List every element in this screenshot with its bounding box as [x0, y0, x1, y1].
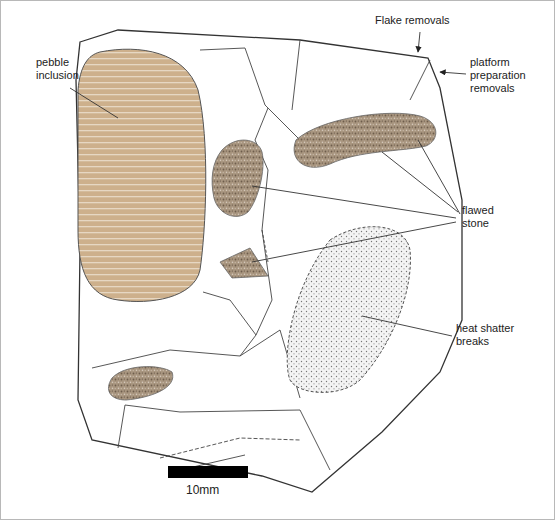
callout-label: platform preparation removals — [470, 56, 540, 95]
scale-label: 10mm — [186, 484, 246, 497]
stone-outline — [76, 30, 462, 492]
leader-lines — [70, 32, 466, 336]
scale-bar — [168, 466, 248, 478]
callout-label: Flake removals — [375, 14, 485, 27]
pebble-inclusion — [78, 49, 206, 301]
callout-label: pebble inclusion — [36, 56, 94, 82]
callout-label: heat shatter breaks — [456, 322, 518, 348]
callout-label: flawed stone — [462, 204, 512, 230]
